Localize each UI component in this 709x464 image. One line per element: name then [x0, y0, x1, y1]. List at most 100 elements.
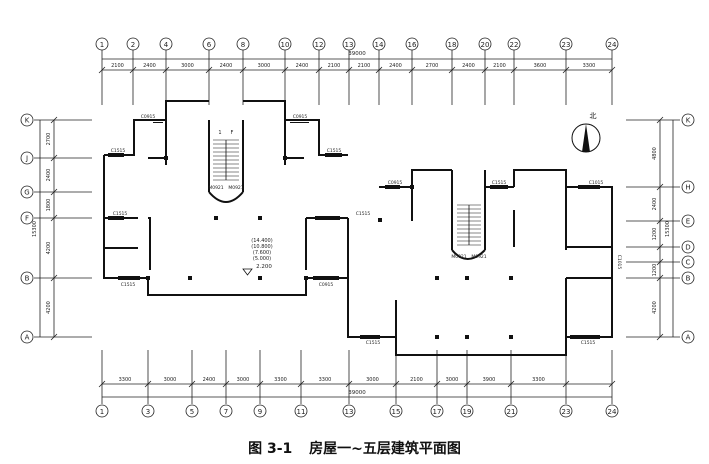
left-axis-label: G: [24, 189, 29, 197]
elevation-label: (10.800): [251, 244, 272, 250]
door-label: M0921: [228, 185, 243, 191]
top-axis-label: 4: [164, 41, 169, 49]
bottom-axis-bubble: [294, 404, 308, 418]
left-axis-bubble: [20, 151, 34, 165]
bottom-dim-tick: [144, 380, 152, 388]
stair-mark: 1: [218, 130, 221, 136]
column: [509, 276, 513, 280]
right-dim-tick: [656, 217, 664, 225]
top-dim-label: 2700: [426, 63, 439, 69]
elevation-label: (14.400): [251, 238, 272, 244]
top-axis-label: 8: [241, 41, 245, 49]
bottom-axis-bubble: [219, 404, 233, 418]
stair-mark: F: [231, 130, 234, 136]
bottom-dim-tick: [608, 380, 616, 388]
column: [435, 335, 439, 339]
top-axis-label: 10: [281, 41, 290, 49]
right-dim-label: 4200: [652, 301, 658, 314]
top-dim-label: 2400: [143, 63, 156, 69]
left-dim-tick: [50, 333, 58, 341]
bottom-dim-tick: [256, 380, 264, 388]
left-axis-label: A: [25, 334, 30, 342]
left-dim-tick: [50, 274, 58, 282]
top-dim-tick: [448, 66, 456, 74]
left-axis-label: F: [25, 215, 29, 223]
bottom-dim-tick: [345, 380, 353, 388]
left-axis-label: J: [25, 155, 28, 163]
top-dim-label: 3600: [534, 63, 547, 69]
column: [146, 276, 150, 280]
wall-segment: [243, 100, 348, 156]
top-axis-label: 18: [448, 41, 457, 49]
wall-segment: [148, 217, 151, 270]
top-axis-label: 16: [408, 41, 417, 49]
column: [304, 276, 308, 280]
bottom-axis-label: 5: [190, 408, 194, 416]
right-axis-bubble: [681, 255, 695, 269]
top-axis-label: 13: [345, 41, 354, 49]
top-dim-label: 2400: [220, 63, 233, 69]
door-label: M0921: [451, 254, 466, 260]
north-label: 北: [590, 112, 597, 120]
wall-segment: [451, 249, 486, 260]
bottom-dim-label: 3300: [274, 377, 287, 383]
bottom-dim-tick: [98, 380, 106, 388]
right-axis-bubble: [681, 180, 695, 194]
wall-segment: [208, 191, 244, 203]
bottom-axis-label: 1: [100, 408, 104, 416]
top-dim-label: 2100: [358, 63, 371, 69]
left-dim-label: 2400: [46, 169, 52, 182]
top-axis-bubble: [559, 37, 573, 51]
column: [509, 335, 513, 339]
window-label: C1515: [492, 180, 507, 186]
door-label: M0921: [471, 254, 486, 260]
wall-segment: [104, 100, 209, 156]
bottom-dim-label: 2400: [203, 377, 216, 383]
top-axis-bubble: [202, 37, 216, 51]
top-dim-tick: [608, 66, 616, 74]
bottom-dim-label: 3900: [483, 377, 496, 383]
right-dim-tick: [656, 183, 664, 191]
bottom-dim-label: 3300: [319, 377, 332, 383]
top-axis-label: 6: [207, 41, 212, 49]
bottom-dim-label: 3300: [119, 377, 132, 383]
right-dim-label: 1200: [652, 264, 658, 277]
window-label: C1515: [356, 211, 371, 217]
bottom-axis-label: 24: [608, 408, 617, 416]
top-dim-label: 2100: [493, 63, 506, 69]
left-dim-tick: [50, 188, 58, 196]
left-axis-bubble: [20, 185, 34, 199]
elevation-symbol: [242, 268, 253, 276]
top-dim-tick: [408, 66, 416, 74]
left-axis-bubble: [20, 330, 34, 344]
top-axis-bubble: [405, 37, 419, 51]
right-axis-label: B: [686, 275, 691, 283]
left-dim-tick: [50, 214, 58, 222]
top-axis-bubble: [478, 37, 492, 51]
bottom-axis-label: 17: [433, 408, 442, 416]
top-dim-tick: [281, 66, 289, 74]
top-axis-bubble: [507, 37, 521, 51]
caption-title: 房屋一~五层建筑平面图: [309, 441, 461, 457]
bottom-axis-bubble: [185, 404, 199, 418]
bottom-dim-label: 3000: [366, 377, 379, 383]
top-dim-label: 3300: [583, 63, 596, 69]
window-label: C1515: [366, 340, 381, 346]
right-axis-label: H: [685, 184, 690, 192]
top-axis-bubble: [159, 37, 173, 51]
left-dim-tick: [50, 116, 58, 124]
left-dim-label: 4200: [46, 242, 52, 255]
left-axis-bubble: [20, 113, 34, 127]
top-axis-bubble: [312, 37, 326, 51]
caption-number: 图 3-1: [248, 441, 293, 457]
left-dim-label: 2700: [46, 133, 52, 146]
top-axis-bubble: [445, 37, 459, 51]
top-axis-bubble: [126, 37, 140, 51]
column: [258, 216, 262, 220]
top-dim-label: 2100: [328, 63, 341, 69]
bottom-dim-tick: [297, 380, 305, 388]
left-axis-label: K: [25, 117, 30, 125]
top-dim-tick: [562, 66, 570, 74]
top-dim-tick: [375, 66, 383, 74]
